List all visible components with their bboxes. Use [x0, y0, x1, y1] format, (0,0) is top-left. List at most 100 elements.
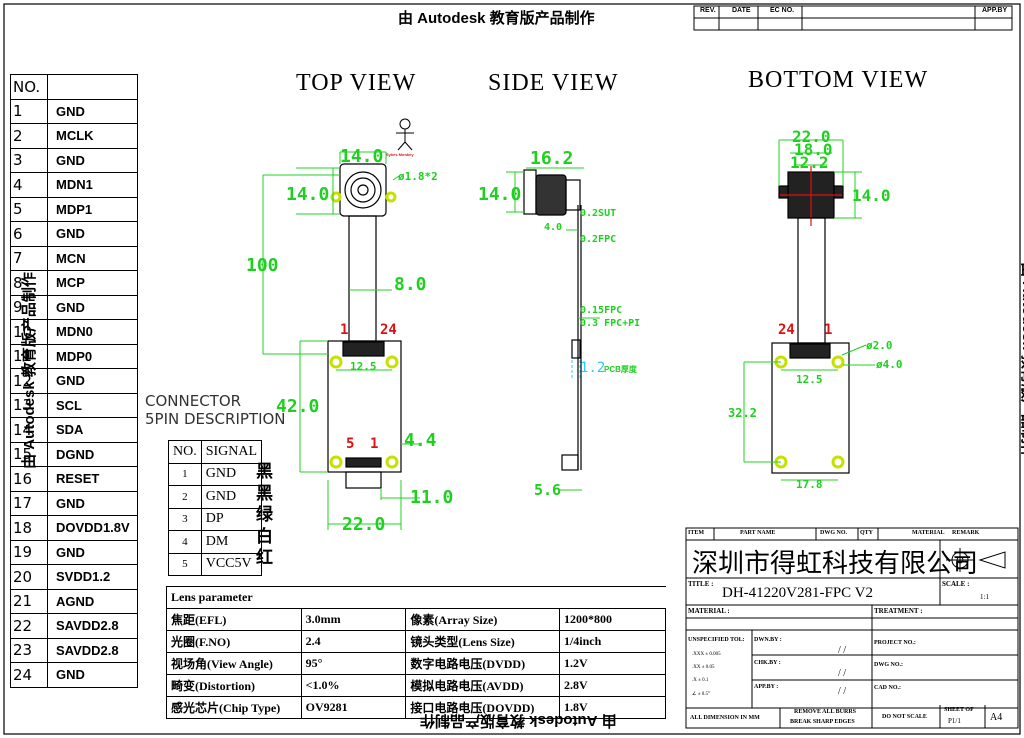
dim-bottom-hole-large: ø4.0 — [876, 358, 903, 371]
dim-side-sut: 0.2SUT — [580, 208, 617, 219]
drawing-title: DH-41220V281-FPC V2 — [722, 585, 873, 601]
tb-scale: 1:1 — [980, 593, 989, 601]
tb-all-dimension: ALL DIMENSION IN MM — [690, 715, 760, 721]
pin-signal: MDN1 — [47, 172, 138, 198]
ec-no-label: EC NO. — [770, 7, 795, 14]
pin-number: 14 — [10, 417, 48, 443]
tb-material-label: MATERIAL : — [688, 607, 730, 615]
lens-parameter-title: Lens parameter — [166, 586, 666, 609]
connector-pin-no: 3 — [168, 507, 202, 531]
side-view-pcb-thickness — [571, 360, 581, 378]
date-label: DATE — [732, 7, 751, 14]
connector-pin-no: 1 — [168, 462, 202, 486]
pin-signal: SAVDD2.8 — [47, 613, 138, 639]
pin-number: 6 — [10, 221, 48, 247]
connector-signal: VCC5V — [200, 552, 263, 576]
top-pin24-label: 24 — [380, 322, 397, 338]
connector-wire-colors: 黑黑绿白红 — [256, 462, 273, 570]
title-block-frame — [685, 527, 1019, 729]
pin-number: 21 — [10, 588, 48, 614]
lens-param-name: 光圈(F.NO) — [166, 630, 302, 653]
pin-signal: MDP1 — [47, 196, 138, 222]
pin-number: 24 — [10, 662, 48, 688]
pin-signal: SCL — [47, 392, 138, 418]
projection-symbol-icon — [946, 548, 1006, 572]
pin-signal: DGND — [47, 441, 138, 467]
connector-signal: DP — [200, 507, 263, 531]
connector-wire-color: 黑 — [256, 483, 273, 504]
lens-param-value: 2.8V — [558, 674, 667, 697]
pin-signal: SVDD1.2 — [47, 564, 138, 590]
tb-tol-4: ∠ ± 0.5° — [692, 692, 710, 697]
tb-qty: QTY — [860, 530, 874, 536]
lens-param-name: 畸变(Distortion) — [166, 674, 302, 697]
lens-param-value: 95° — [300, 652, 407, 675]
pin-number: 20 — [10, 564, 48, 590]
drawing-frame — [3, 3, 1021, 735]
dim-side-bottom: 5.6 — [534, 481, 562, 499]
tb-chk-by: CHK.BY : — [754, 660, 781, 666]
pin-signal: GND — [47, 98, 138, 124]
connector-pin-no: 4 — [168, 530, 202, 554]
pin-number: 15 — [10, 441, 48, 467]
bottom-view-title: BOTTOM VIEW — [748, 67, 929, 93]
dim-lens-width: 14.0 — [340, 146, 384, 167]
pin-number: 5 — [10, 196, 48, 222]
pin-signal: SDA — [47, 417, 138, 443]
tb-date-3: / / — [838, 686, 847, 697]
tb-treatment-label: TREATMENT : — [874, 607, 923, 615]
dim-hole: ø1.8*2 — [398, 170, 438, 183]
dim-bottom-w1: 22.0 — [792, 127, 831, 146]
top-pin1-label: 1 — [340, 322, 349, 338]
lens-param-value: <1.0% — [300, 674, 407, 697]
tb-unspecified-tol: UNSPECIFIED TOL: — [688, 637, 745, 643]
dim-flex-width: 8.0 — [394, 274, 427, 295]
tb-dwg-no2: DWG NO.: — [874, 662, 903, 668]
pin-table-header: NO. — [10, 74, 138, 100]
dim-usb-offset: 4.4 — [404, 430, 437, 451]
tb-size: A4 — [990, 712, 1003, 723]
tb-cad-no: CAD NO.: — [874, 685, 901, 691]
top-view-title: TOP VIEW — [296, 70, 417, 96]
lens-param-name: 镜头类型(Lens Size) — [405, 630, 560, 653]
tb-title-label: TITLE : — [688, 580, 714, 588]
pin-signal: GND — [47, 221, 138, 247]
dim-bottom-width: 17.8 — [796, 478, 823, 491]
dim-side-lens-height: 16.2 — [530, 148, 574, 169]
pin-number: 13 — [10, 392, 48, 418]
dim-bottom-height: 32.2 — [728, 406, 757, 420]
connector-signal: GND — [200, 485, 263, 509]
rev-label: REV. — [700, 7, 716, 14]
top-view-dimension-lines — [262, 151, 420, 530]
pin-no-header: NO. — [10, 74, 48, 100]
lens-param-value: 1/4inch — [558, 630, 667, 653]
tb-tol-3: .X ± 0.1 — [692, 678, 709, 683]
lens-param-name: 接口电路电压(DOVDD) — [405, 696, 560, 719]
pin-signal: MCN — [47, 245, 138, 271]
tb-date-1: / / — [838, 645, 847, 656]
top-view-drawing — [327, 163, 402, 489]
pin-number: 3 — [10, 147, 48, 173]
revision-header-box — [693, 5, 1013, 31]
connector-pin-no: 5 — [168, 552, 202, 576]
pin-signal: GND — [47, 662, 138, 688]
side-view-dimension-lines — [506, 167, 600, 491]
connector-wire-color: 红 — [256, 548, 273, 568]
